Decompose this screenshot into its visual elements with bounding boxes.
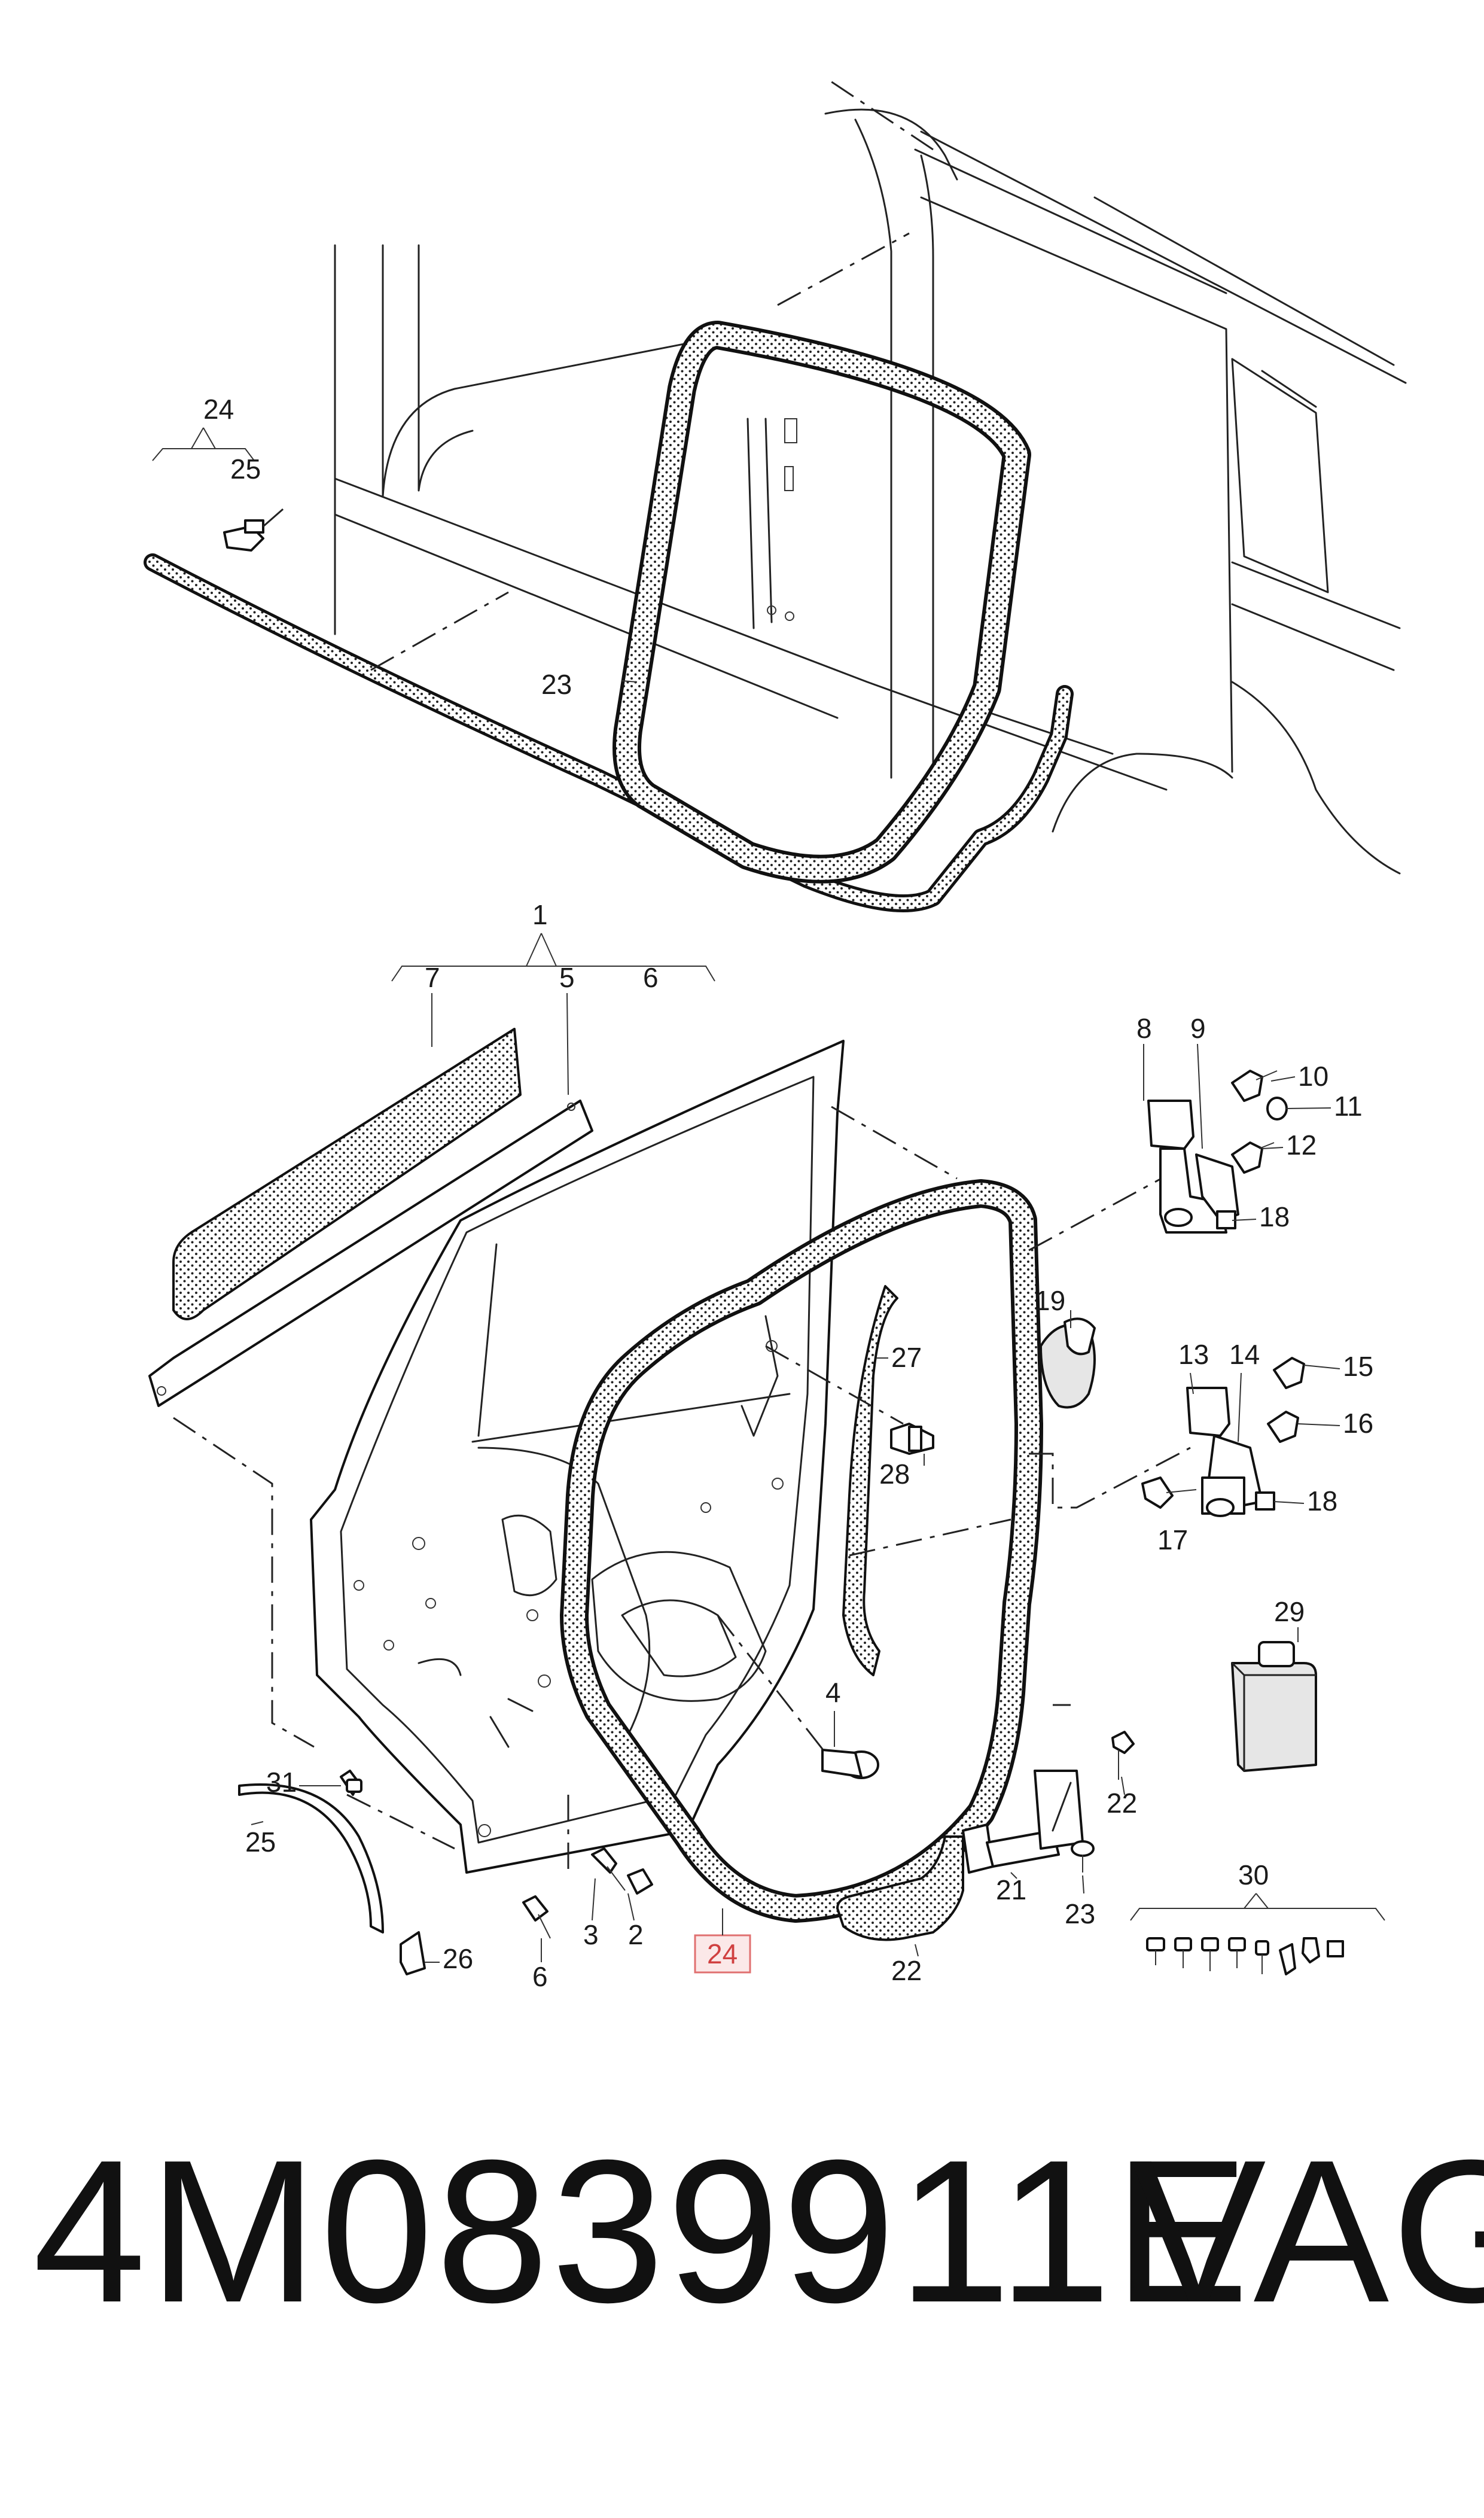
- svg-text:11: 11: [1334, 1091, 1363, 1122]
- svg-text:22: 22: [891, 1955, 922, 1986]
- trim-strip-5: [148, 1100, 593, 1407]
- window-channel: [842, 1285, 898, 1676]
- fastener-set: [1146, 1937, 1344, 1975]
- svg-text:24: 24: [203, 394, 234, 425]
- sill-seal-strip: [144, 553, 1074, 912]
- svg-text:30: 30: [1238, 1859, 1269, 1890]
- trim-28-29-34: [238, 1770, 426, 1975]
- bolts-2-3-6: [522, 1847, 653, 1939]
- svg-text:27: 27: [891, 1342, 922, 1373]
- svg-text:7: 7: [425, 962, 440, 993]
- svg-text:10: 10: [1298, 1061, 1328, 1092]
- clip-27: [223, 519, 264, 552]
- svg-text:21: 21: [996, 1874, 1026, 1905]
- svg-text:18: 18: [1259, 1201, 1290, 1232]
- screws-check-strap: [1071, 1731, 1135, 1872]
- trim-strip-7: [172, 1028, 522, 1320]
- svg-text:29: 29: [1274, 1596, 1305, 1627]
- bolt-31: [890, 1423, 934, 1455]
- svg-text:8: 8: [1136, 1013, 1152, 1044]
- car-body-outline: [334, 108, 1407, 875]
- svg-text:25: 25: [230, 453, 261, 485]
- svg-text:24: 24: [707, 1938, 738, 1969]
- svg-text:15: 15: [1343, 1351, 1373, 1382]
- svg-text:18: 18: [1307, 1485, 1337, 1517]
- handle-housing: [836, 1835, 964, 1941]
- brand-name: VAG: [1130, 2118, 1484, 2345]
- svg-text:14: 14: [1229, 1339, 1260, 1370]
- lower-hinge: [1186, 1387, 1275, 1517]
- svg-text:6: 6: [532, 1961, 548, 1992]
- svg-text:31: 31: [266, 1767, 297, 1798]
- svg-text:26: 26: [443, 1943, 473, 1974]
- svg-text:19: 19: [1035, 1285, 1065, 1316]
- svg-text:5: 5: [559, 962, 575, 993]
- callout-labels: 24 25 23 1 7 5 6 8 9 10 11 12 18 19 13 1…: [152, 394, 1385, 1992]
- svg-text:3: 3: [583, 1919, 599, 1950]
- svg-text:23: 23: [541, 669, 572, 700]
- svg-text:16: 16: [1343, 1408, 1373, 1439]
- part-number: 4M0839911E: [33, 2118, 1252, 2345]
- svg-text:25: 25: [245, 1826, 276, 1858]
- svg-text:4: 4: [825, 1677, 841, 1708]
- svg-text:1: 1: [532, 899, 548, 930]
- plug-4: [821, 1749, 879, 1779]
- svg-text:23: 23: [1065, 1898, 1095, 1929]
- svg-text:22: 22: [1107, 1788, 1137, 1819]
- footer: 4M0839911E VAG: [0, 2130, 1484, 2381]
- svg-text:2: 2: [628, 1919, 644, 1950]
- svg-text:6: 6: [643, 962, 659, 993]
- svg-text:13: 13: [1178, 1339, 1209, 1370]
- door-check-strap: [962, 1770, 1084, 1874]
- svg-text:12: 12: [1286, 1129, 1317, 1161]
- upper-hinge: [1147, 1100, 1239, 1234]
- svg-text:17: 17: [1157, 1524, 1188, 1555]
- bump-stop: [1040, 1317, 1096, 1409]
- screws-hinge: [1141, 1070, 1305, 1509]
- parts-diagram: 24 25 23 1 7 5 6 8 9 10 11 12 18 19 13 1…: [144, 77, 1407, 1992]
- lubricant-bottle: [1231, 1641, 1317, 1772]
- svg-text:28: 28: [879, 1459, 910, 1490]
- svg-text:9: 9: [1190, 1013, 1206, 1044]
